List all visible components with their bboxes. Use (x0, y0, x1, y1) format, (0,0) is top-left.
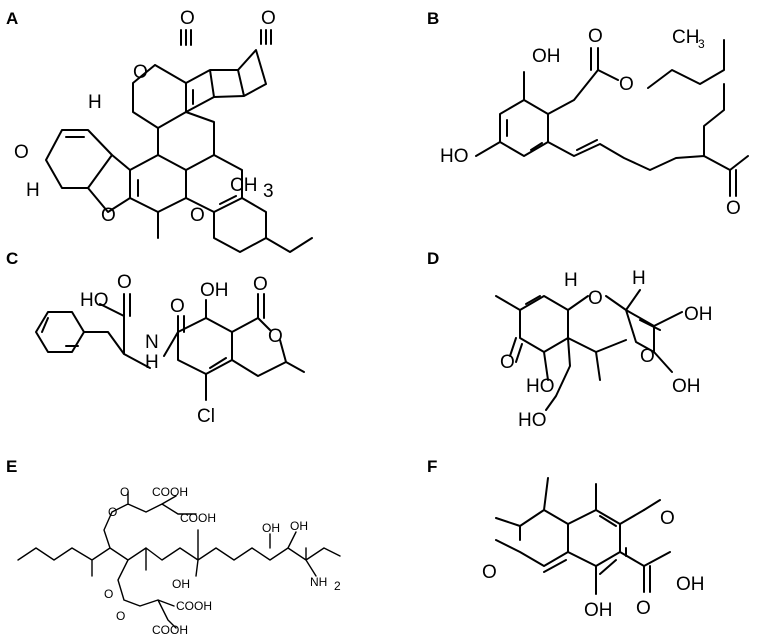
panel-e-atom: OH (290, 519, 308, 533)
panel-f-atom: O (660, 508, 675, 529)
panel-d-bonds (495, 289, 683, 411)
panel-a-atom: 3 (263, 181, 274, 202)
panel-f-atom: O (636, 598, 651, 619)
panel-d: D H O H OH O O HO HO OH (427, 249, 713, 431)
panel-e-atom: O (108, 505, 117, 519)
panel-e-atom: O (120, 485, 129, 499)
panel-e-atom: COOH (176, 599, 212, 613)
panel-a-atom: H (88, 92, 102, 113)
panel-c-atom: O (268, 326, 283, 347)
panel-c-atom: HO (80, 290, 109, 311)
panel-d-atom: H (632, 268, 646, 289)
panel-b-double-bonds (506, 47, 737, 197)
panel-b-atom: CH (672, 27, 699, 48)
panel-f-atom: OH (584, 600, 613, 621)
panel-d-atom: OH (672, 376, 701, 397)
panel-c-bonds (35, 293, 305, 401)
panel-f-atom: O (482, 562, 497, 583)
panel-b-atom: OH (532, 46, 561, 67)
panel-e-atom: NH (310, 575, 327, 589)
panel-e-atom: OH (172, 577, 190, 591)
panel-e-atom: 2 (334, 579, 341, 593)
panel-a: A O O H O H O O O CH 3 (6, 8, 313, 253)
panel-label-f: F (427, 457, 437, 476)
panel-a-atom: O (190, 205, 205, 226)
panel-c-double-bonds (41, 293, 265, 369)
panel-f-double-bonds (543, 499, 661, 593)
panel-e-atom: COOH (180, 511, 216, 525)
panel-a-atom: H (26, 180, 40, 201)
panel-c-atom: O (170, 296, 185, 317)
panel-b-atom: O (726, 198, 741, 219)
panel-f: F O O OH O OH (427, 457, 705, 621)
panel-a-atom: O (180, 8, 195, 29)
panel-a-bonds (45, 29, 313, 253)
panel-c-atom: O (117, 272, 132, 293)
panel-c-atom: OH (200, 280, 229, 301)
panel-d-atom: O (640, 346, 655, 367)
panel-e-atom: O (104, 587, 113, 601)
panel-b-atom: HO (440, 146, 469, 167)
panel-label-b: B (427, 9, 439, 28)
panel-e-atom: COOH (152, 623, 188, 636)
panel-d-double-bonds (509, 295, 541, 363)
panel-e-atom: COOH (152, 485, 188, 499)
panel-b-bonds (475, 39, 749, 197)
panel-b-atom: O (619, 74, 634, 95)
panel-a-atom: O (261, 8, 276, 29)
panel-e-atom: OH (262, 521, 280, 535)
panel-f-bonds (495, 477, 671, 595)
panel-a-atom: O (101, 205, 116, 226)
panel-c-atom: O (253, 274, 268, 295)
panel-d-atom: OH (684, 304, 713, 325)
panel-f-atom: OH (676, 574, 705, 595)
panel-d-atom: O (500, 352, 515, 373)
panel-e: E COOH COOH O O OH OH OH NH 2 O O COOH C… (6, 457, 341, 636)
panel-label-c: C (6, 249, 18, 268)
panel-c-atom: N (145, 332, 159, 353)
panel-a-atom: O (133, 62, 148, 83)
panel-d-atom: O (588, 288, 603, 309)
panel-d-atom: HO (518, 410, 547, 431)
panel-label-e: E (6, 457, 17, 476)
panel-b: B OH O CH 3 O HO O (427, 9, 749, 219)
panel-b-atom: O (588, 26, 603, 47)
panel-d-atom: H (564, 270, 578, 291)
panel-a-atom: O (14, 142, 29, 163)
panel-b-atom: 3 (698, 37, 705, 51)
panel-label-d: D (427, 249, 439, 268)
panel-c-atom: Cl (197, 406, 215, 427)
panel-label-a: A (6, 9, 18, 28)
panel-e-atom: O (116, 609, 125, 623)
panel-a-atom: CH (230, 175, 257, 196)
panel-a-double-bonds (65, 29, 272, 205)
panel-d-atom: HO (526, 376, 555, 397)
panel-e-bonds (17, 491, 341, 629)
panel-c-atom: H (145, 352, 159, 373)
panel-c: C HO O O OH O N H O Cl (6, 249, 305, 427)
